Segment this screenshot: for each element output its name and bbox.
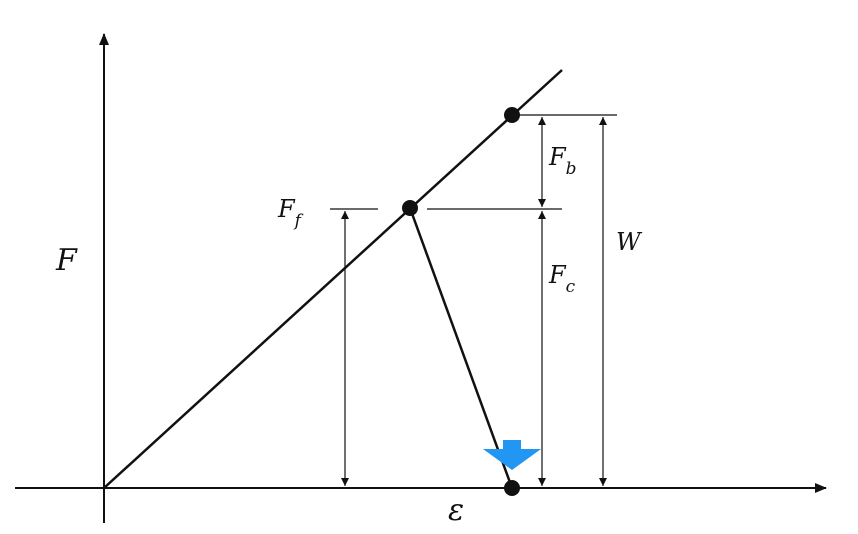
fb-label-main: F (548, 143, 567, 171)
ff-label-sub: f (293, 211, 304, 231)
loading-line (103, 69, 563, 489)
point-top (504, 107, 520, 123)
fc-label-main: F (548, 261, 567, 289)
ff-label-main: F (277, 195, 296, 223)
x-axis-label: ε (448, 493, 464, 528)
ff-label: Ff (277, 195, 304, 231)
point-bottom (504, 480, 520, 496)
unloading-line (408, 207, 514, 489)
fb-label: Fb (548, 143, 577, 179)
fb-label-sub: b (566, 159, 577, 179)
point-mid (402, 200, 418, 216)
down-arrow-icon (483, 440, 541, 470)
w-label: W (616, 228, 643, 256)
fc-label-sub: c (566, 277, 576, 297)
fc-label: Fc (548, 261, 576, 297)
y-axis-label: F (55, 243, 78, 278)
